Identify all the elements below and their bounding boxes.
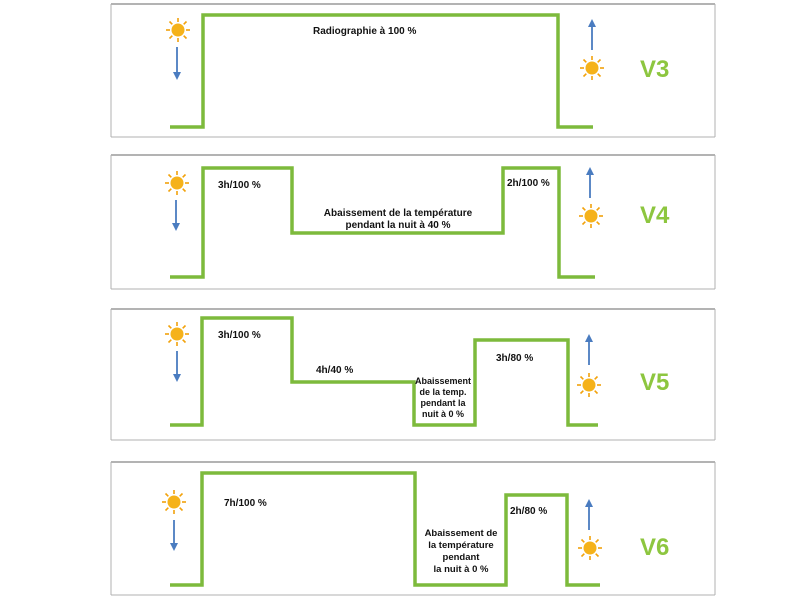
sun-icon [162,490,186,514]
phase-label-line: la nuit à 0 % [433,564,489,575]
panel-v3: Radiographie à 100 % V3 [0,0,800,140]
phase-label: 2h/100 % [507,178,550,189]
sun-icon [165,171,189,195]
arrow-up-icon [586,167,594,198]
phase-label: 3h/100 % [218,180,261,191]
phase-label: 4h/40 % [316,365,354,376]
heating-profile [170,471,600,587]
heating-profile [170,316,598,427]
panel-v4: 3h/100 % Abaissement de la température p… [0,150,800,295]
panel-v6: 7h/100 % Abaissement de la température p… [0,458,800,600]
heating-profile [170,13,593,129]
arrow-up-icon [585,334,593,365]
variant-label-v6: V6 [640,534,670,561]
sun-icon [165,322,189,346]
phase-label: Abaissement de la temp. pendant la nuit … [408,376,478,420]
sun-icon [166,18,190,42]
arrow-down-icon [172,200,180,231]
phase-label-line: Abaissement [414,376,472,386]
panel-v3-svg [110,3,716,138]
variant-label-v5: V5 [640,369,670,396]
phase-label: 3h/80 % [496,353,534,364]
phase-label-line: Abaissement de la température [323,208,473,219]
panel-v5: 3h/100 % 4h/40 % Abaissement de la temp.… [0,305,800,445]
arrow-up-icon [585,499,593,530]
panel-v4-svg [110,154,716,290]
phase-label-line: pendant [442,552,480,563]
sun-icon [578,536,602,560]
variant-label-v4: V4 [640,202,670,229]
phase-label-line: nuit à 0 % [421,409,464,419]
phase-label-line: pendant la [420,398,466,408]
heating-profile [170,166,595,279]
phase-label-line: de la temp. [419,387,467,397]
phase-label: Abaissement de la température pendant la… [419,528,503,576]
sun-icon [579,204,603,228]
arrow-up-icon [588,19,596,50]
phase-label: 7h/100 % [224,498,267,509]
phase-label: Abaissement de la température pendant la… [318,208,478,232]
phase-label: 3h/100 % [218,330,261,341]
panel-v5-svg [110,308,716,441]
panel-v6-svg [110,461,716,596]
arrow-down-icon [173,351,181,382]
arrow-down-icon [170,520,178,551]
phase-label-line: la température [428,540,494,551]
sun-icon [580,56,604,80]
phase-label-line: Abaissement de [424,528,498,539]
phase-label-line: pendant la nuit à 40 % [345,220,451,231]
variant-label-v3: V3 [640,56,670,83]
phase-label: Radiographie à 100 % [313,26,417,37]
arrow-down-icon [173,47,181,80]
sun-icon [577,373,601,397]
phase-label: 2h/80 % [510,506,548,517]
